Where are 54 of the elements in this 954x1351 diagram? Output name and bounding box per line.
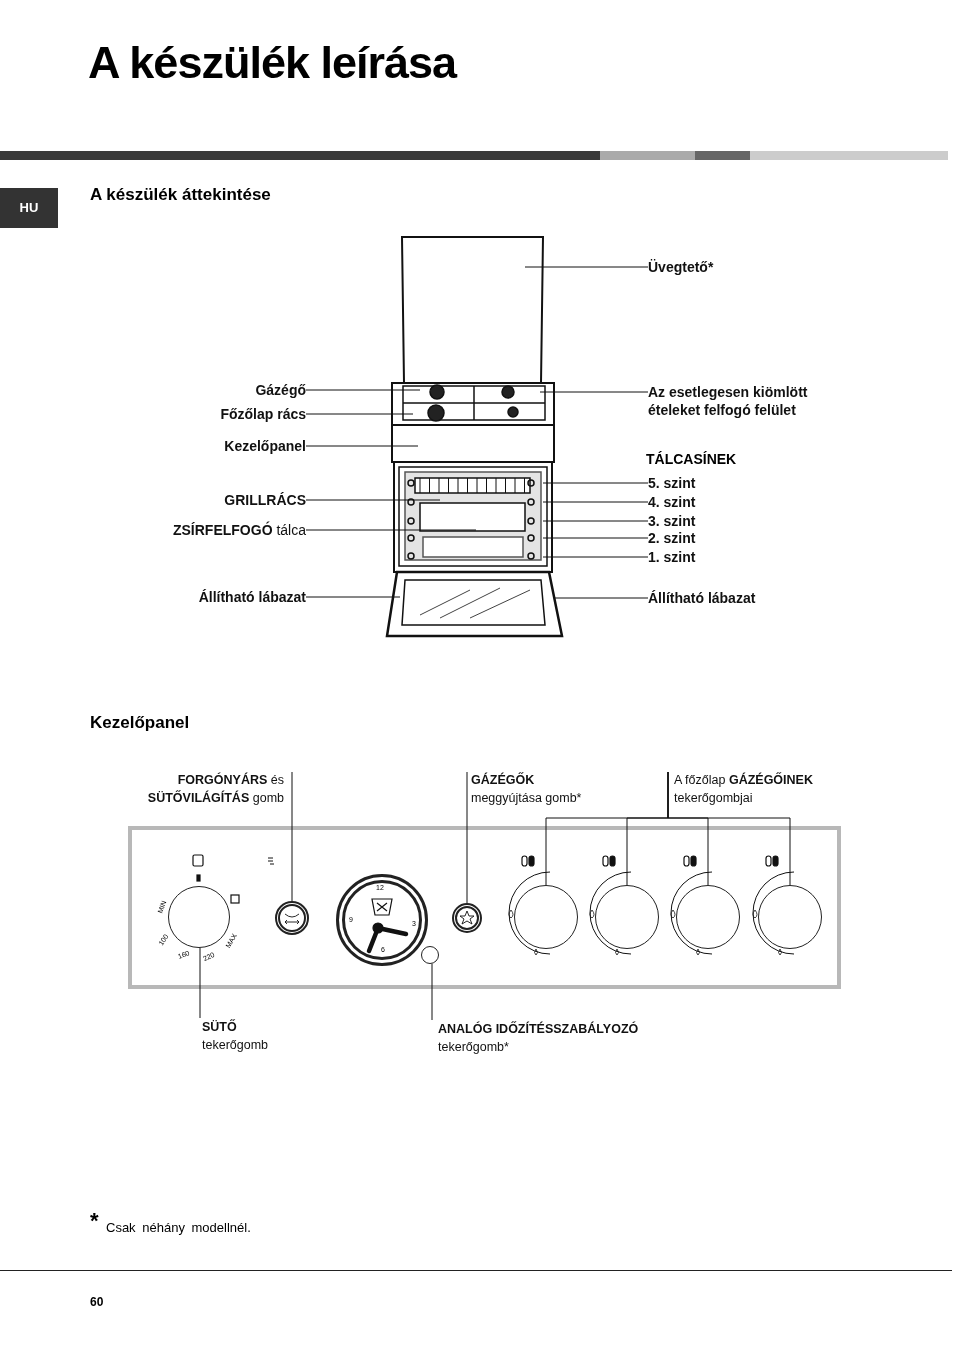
burner-knob <box>595 885 659 949</box>
asterisk: * <box>90 1210 99 1232</box>
language-tab: HU <box>0 188 58 228</box>
leader-line <box>542 501 649 503</box>
leader-line <box>554 597 649 599</box>
callout-label: 2. szint <box>648 529 728 547</box>
leader-line <box>305 413 414 415</box>
callout-label: Üvegtető* <box>648 258 768 276</box>
timer-knob <box>421 946 439 964</box>
callout-label: 3. szint <box>648 512 728 530</box>
leader-line <box>667 771 791 886</box>
callout-label: Állítható lábazat <box>146 588 306 606</box>
leader-line <box>291 771 293 902</box>
leader-line <box>542 537 649 539</box>
callout-label: Kezelőpanel <box>176 437 306 455</box>
leader-line <box>542 520 649 522</box>
leader-line <box>305 499 441 501</box>
callout-label: GÁZÉGŐK meggyújtása gomb* <box>467 771 607 807</box>
callout-label: FORGÓNYÁRS és SÜTŐVILÁGÍTÁS gomb <box>124 771 292 807</box>
section-heading: Kezelőpanel <box>90 713 190 733</box>
callout-label: Állítható lábazat <box>648 589 798 607</box>
leader-line <box>431 963 433 1021</box>
rotisserie-knob <box>275 901 309 935</box>
leader-line <box>305 389 421 391</box>
rail-heading: TÁLCASÍNEK <box>646 450 737 468</box>
leader-line <box>542 482 649 484</box>
callout-label: A főzőlap GÁZÉGŐINEK tekerőgombjai <box>668 771 848 807</box>
callout-label: 4. szint <box>648 493 728 511</box>
leader-line <box>466 771 468 904</box>
control-panel <box>128 826 841 989</box>
callout-label: SÜTŐ tekerőgomb <box>198 1018 294 1054</box>
callout-label: ZSÍRFELFOGÓ tálca <box>126 521 306 539</box>
leader-line <box>305 596 401 598</box>
callout-label: GRILLRÁCS <box>186 491 306 509</box>
page-title: A készülék leírása <box>88 36 457 90</box>
callout-label: Főzőlap rács <box>176 405 306 423</box>
callout-label: 5. szint <box>648 474 728 492</box>
leader-line <box>524 266 649 268</box>
ignition-button <box>452 903 482 933</box>
leader-line <box>539 391 649 393</box>
leader-line <box>542 556 649 558</box>
burner-knob <box>514 885 578 949</box>
leader-line <box>199 947 201 1019</box>
burner-knob <box>676 885 740 949</box>
page-number: 60 <box>90 1295 104 1309</box>
leader-line <box>305 445 419 447</box>
leader-line <box>305 529 477 531</box>
callout-label: Az esetlegesen kiömlött ételeket felfogó felület <box>648 383 848 419</box>
callout-label: 1. szint <box>648 548 728 566</box>
footnote-text: Csak néhány modellnél. <box>106 1220 251 1236</box>
burner-knob <box>758 885 822 949</box>
callout-label: Gázégő <box>186 381 306 399</box>
callout-label: ANALÓG IDŐZÍTÉSSZABÁLYOZÓ tekerőgomb* <box>430 1020 680 1056</box>
section-heading: A készülék áttekintése <box>90 185 271 205</box>
